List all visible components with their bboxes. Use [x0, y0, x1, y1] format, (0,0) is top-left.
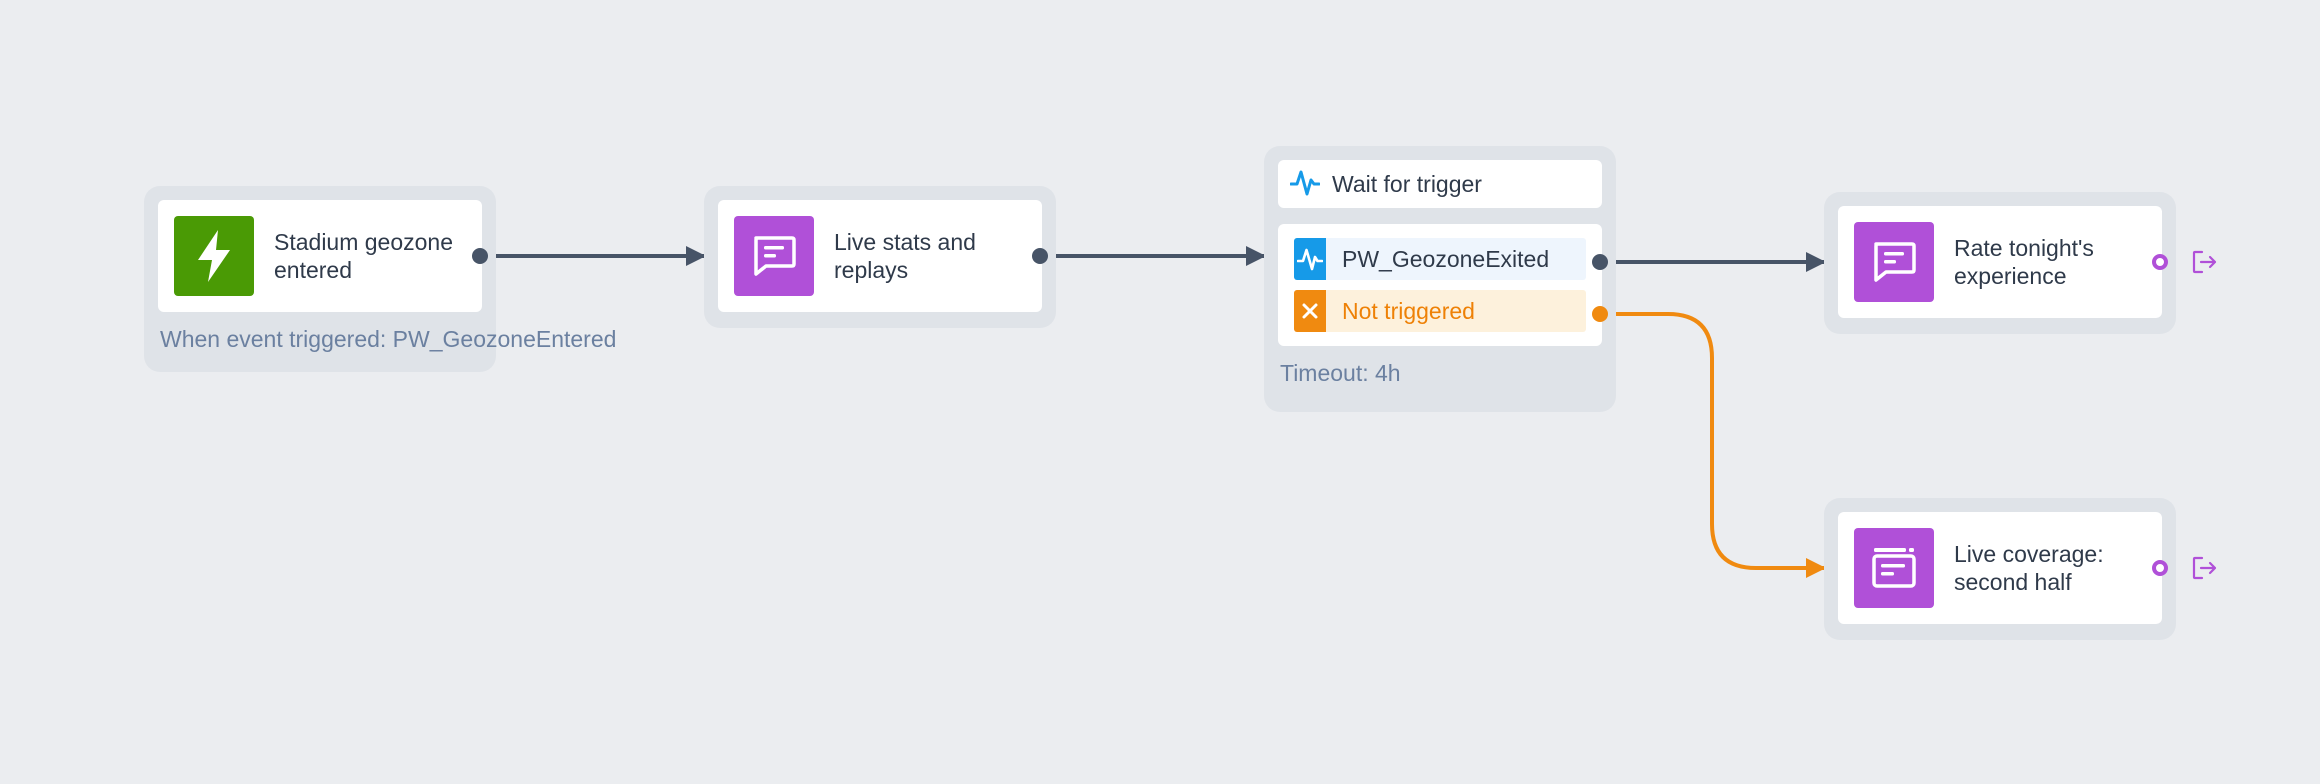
- trigger-node[interactable]: Stadium geozone entered When event trigg…: [144, 186, 617, 372]
- wait-node[interactable]: Wait for trigger PW_GeozoneExited Not tr…: [1264, 146, 1616, 412]
- trigger-output-port[interactable]: [472, 248, 488, 264]
- wait-caption: Timeout: 4h: [1280, 360, 1401, 386]
- trigger-caption: When event triggered: PW_GeozoneEntered: [160, 326, 617, 352]
- message3-card[interactable]: Live coverage: second half: [1838, 512, 2162, 624]
- message1-node[interactable]: Live stats and replays: [704, 186, 1056, 328]
- message2-card[interactable]: Rate tonight's experience: [1838, 206, 2162, 318]
- message3-output-port[interactable]: [2152, 560, 2168, 576]
- wait-header[interactable]: Wait for trigger: [1278, 160, 1602, 208]
- wait-branches: PW_GeozoneExited Not triggered: [1278, 224, 1602, 346]
- message1-title: Live stats and replays: [834, 229, 976, 283]
- wait-timeout-output-port[interactable]: [1592, 306, 1608, 322]
- message2-node[interactable]: Rate tonight's experience: [1824, 192, 2176, 334]
- branch-event[interactable]: PW_GeozoneExited: [1294, 238, 1586, 280]
- message2-output-port[interactable]: [2152, 254, 2168, 270]
- chat-message-icon: [734, 216, 814, 296]
- branch-timeout-label: Not triggered: [1342, 297, 1475, 324]
- branch-timeout[interactable]: Not triggered: [1294, 290, 1586, 332]
- edge-wait-timeout-to-message3[interactable]: [1608, 312, 1826, 578]
- exit-icon[interactable]: [2192, 556, 2218, 585]
- message3-node[interactable]: Live coverage: second half: [1824, 498, 2176, 640]
- close-icon: [1294, 290, 1326, 332]
- branch-event-label: PW_GeozoneExited: [1342, 245, 1550, 272]
- wait-header-title: Wait for trigger: [1332, 170, 1482, 197]
- message3-title: Live coverage: second half: [1954, 541, 2104, 595]
- pulse-icon: [1289, 168, 1321, 201]
- trigger-card[interactable]: Stadium geozone entered: [158, 200, 482, 312]
- lightning-icon: [174, 216, 254, 296]
- inapp-message-icon: [1854, 528, 1934, 608]
- message2-title: Rate tonight's experience: [1954, 235, 2094, 289]
- exit-icon[interactable]: [2192, 250, 2218, 279]
- message1-card[interactable]: Live stats and replays: [718, 200, 1042, 312]
- wait-event-output-port[interactable]: [1592, 254, 1608, 270]
- trigger-title: Stadium geozone entered: [274, 229, 454, 283]
- pulse-icon: [1294, 238, 1326, 280]
- message1-output-port[interactable]: [1032, 248, 1048, 264]
- chat-message-icon: [1854, 222, 1934, 302]
